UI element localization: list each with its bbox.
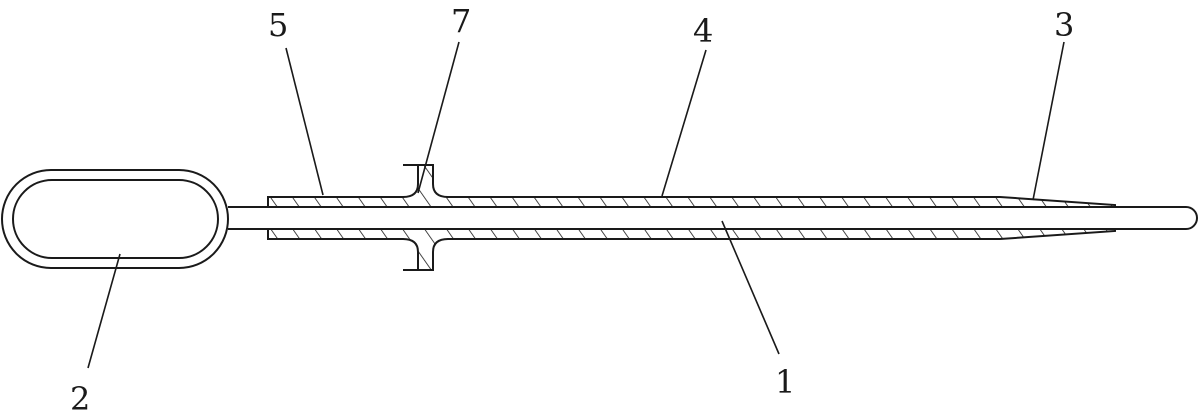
- sleeve-lower: [267, 228, 1116, 271]
- callout-label-5: 5: [268, 6, 288, 44]
- loop-handle: [1, 169, 229, 269]
- sleeve-upper: [267, 164, 1116, 208]
- leader-line-5: [285, 47, 324, 196]
- leader-line-7: [417, 41, 460, 194]
- inner-rod: [228, 206, 1198, 230]
- callout-label-1: 1: [775, 363, 795, 401]
- callout-label-2: 2: [70, 380, 90, 416]
- leader-line-1: [721, 220, 780, 355]
- leader-line-2: [87, 253, 121, 369]
- callout-label-3: 3: [1054, 6, 1074, 44]
- callout-label-4: 4: [693, 12, 713, 50]
- callout-label-7: 7: [451, 2, 471, 40]
- flange: [403, 164, 433, 271]
- leader-line-4: [661, 49, 707, 197]
- leader-line-3: [1032, 41, 1065, 201]
